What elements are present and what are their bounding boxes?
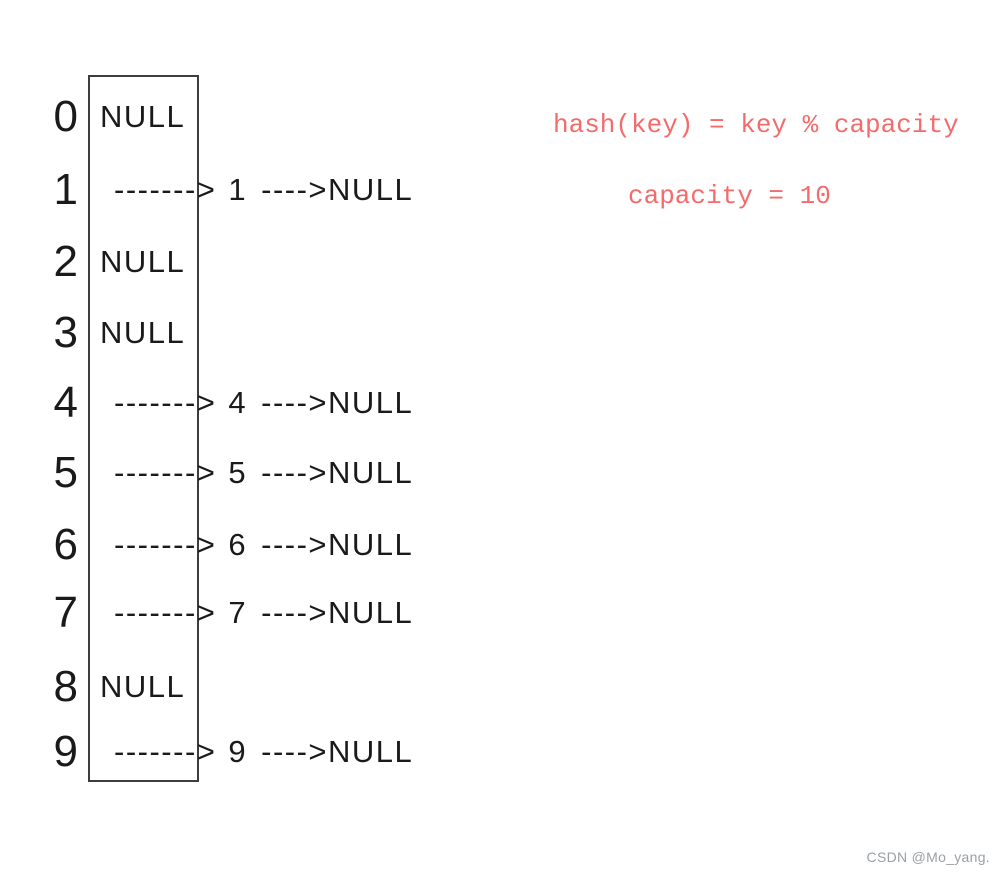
bucket-chain: -------> 7 ---->NULL [114,578,413,648]
terminal-null: NULL [328,734,414,769]
bucket-row-2: 2 NULL [0,227,470,297]
bucket-row-3: 3 NULL [0,298,470,368]
next-pointer-arrow: ----> [261,734,329,769]
bucket-index: 4 [53,378,78,427]
node-value: 4 [228,385,248,420]
next-pointer-arrow: ----> [261,527,329,562]
bucket-index: 7 [53,588,78,637]
head-pointer-arrow: -------> [114,172,217,207]
head-pointer-arrow: -------> [114,734,217,769]
bucket-row-6: 6 -------> 6 ---->NULL [0,510,470,580]
bucket-row-5: 5 -------> 5 ---->NULL [0,438,470,508]
head-pointer-arrow: -------> [114,385,217,420]
next-pointer-arrow: ----> [261,385,329,420]
bucket-index: 5 [53,448,78,497]
bucket-chain: -------> 5 ---->NULL [114,438,413,508]
terminal-null: NULL [328,455,414,490]
bucket-row-7: 7 -------> 7 ---->NULL [0,578,470,648]
head-pointer-arrow: -------> [114,595,217,630]
next-pointer-arrow: ----> [261,595,329,630]
bucket-row-0: 0 NULL [0,82,470,152]
bucket-index: 6 [53,520,78,569]
bucket-row-9: 9 -------> 9 ---->NULL [0,717,470,787]
node-value: 5 [228,455,248,490]
head-pointer-arrow: -------> [114,455,217,490]
bucket-row-4: 4 -------> 4 ---->NULL [0,368,470,438]
bucket-index: 9 [53,727,78,776]
bucket-index: 0 [53,92,78,141]
hash-function-formula: hash(key) = key % capacity [553,110,959,140]
node-value: 7 [228,595,248,630]
next-pointer-arrow: ----> [261,455,329,490]
terminal-null: NULL [328,595,414,630]
node-value: 9 [228,734,248,769]
bucket-row-8: 8 NULL [0,652,470,722]
bucket-null-label: NULL [100,315,186,350]
next-pointer-arrow: ----> [261,172,329,207]
bucket-null-label: NULL [100,244,186,279]
bucket-index: 2 [53,237,78,286]
bucket-index: 8 [53,662,78,711]
bucket-chain: -------> 6 ---->NULL [114,510,413,580]
bucket-chain: -------> 9 ---->NULL [114,717,413,787]
terminal-null: NULL [328,527,414,562]
bucket-null-label: NULL [100,669,186,704]
head-pointer-arrow: -------> [114,527,217,562]
node-value: 1 [228,172,248,207]
terminal-null: NULL [328,385,414,420]
bucket-row-1: 1 -------> 1 ---->NULL [0,155,470,225]
bucket-chain: -------> 4 ---->NULL [114,368,413,438]
bucket-chain: -------> 1 ---->NULL [114,155,413,225]
bucket-null-label: NULL [100,99,186,134]
bucket-index: 3 [53,308,78,357]
terminal-null: NULL [328,172,414,207]
bucket-array-box [88,75,199,782]
capacity-formula: capacity = 10 [628,181,831,211]
bucket-index: 1 [53,165,78,214]
node-value: 6 [228,527,248,562]
watermark: CSDN @Mo_yang. [866,849,990,865]
